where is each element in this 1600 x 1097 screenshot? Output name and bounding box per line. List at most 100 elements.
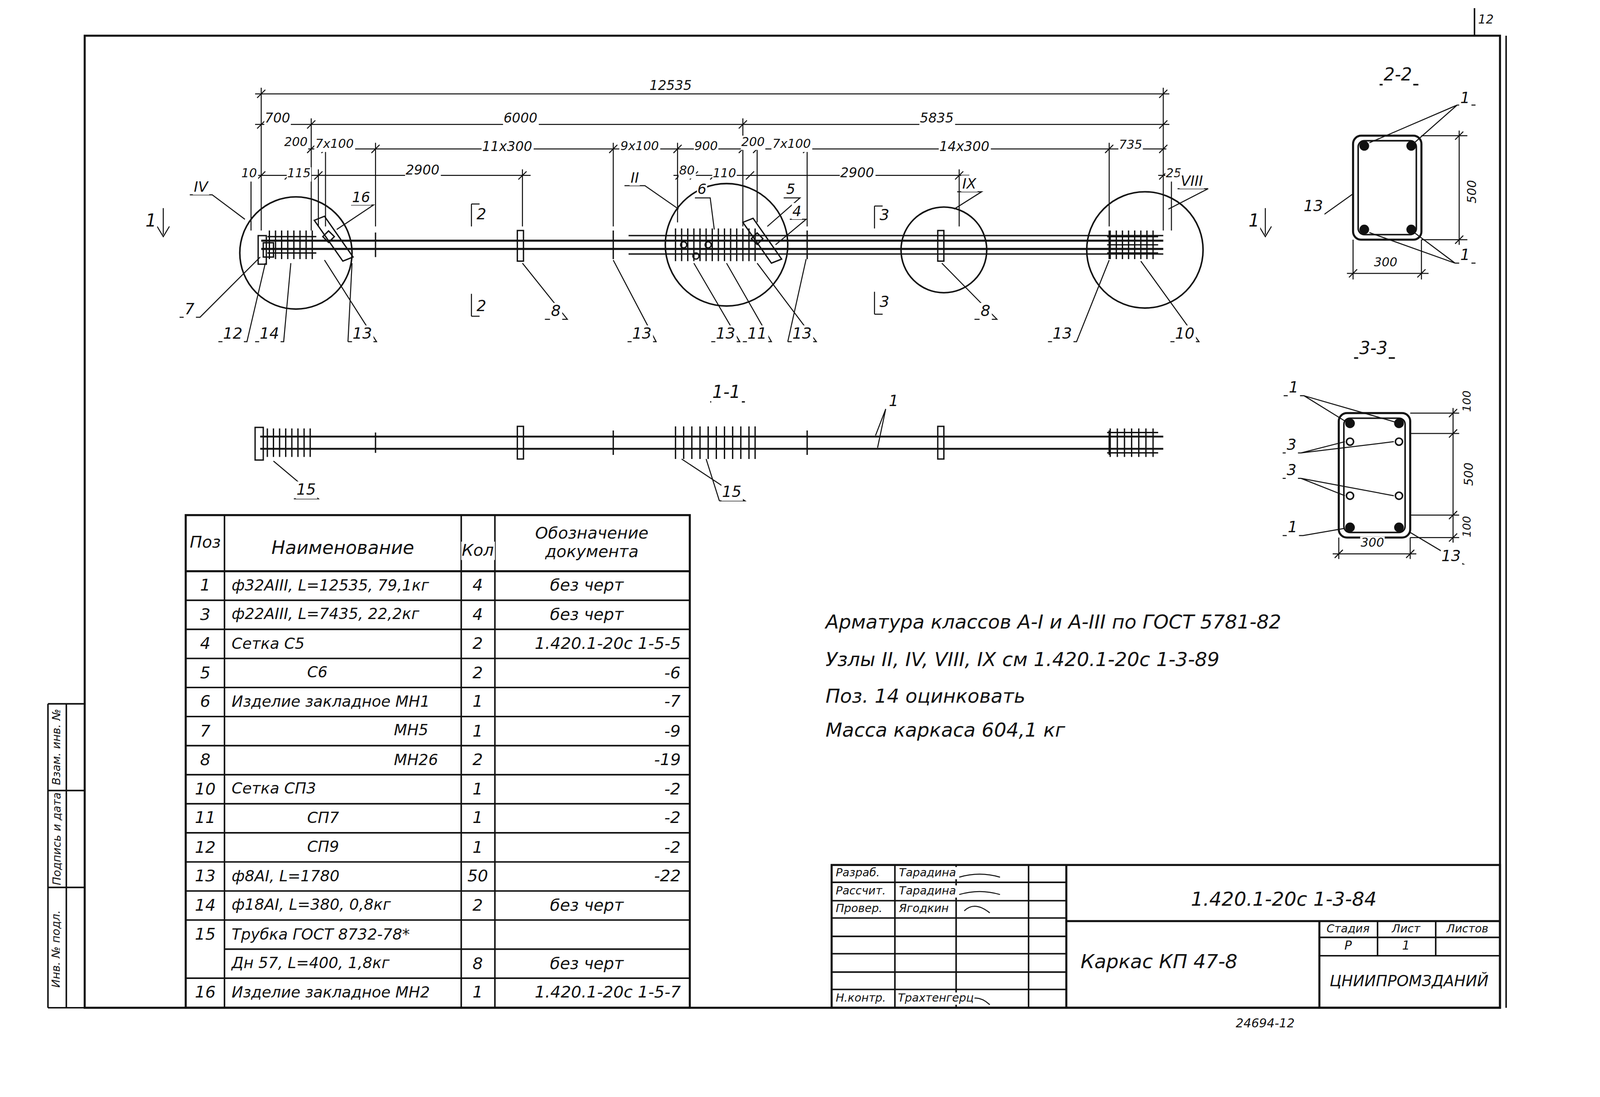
label-text: 3 xyxy=(878,293,891,312)
label-text: 200 xyxy=(740,135,766,150)
label-text: Арматура классов А-I и А-III по ГОСТ 578… xyxy=(824,611,1283,634)
label-text: 16 xyxy=(351,188,372,205)
label-text: IV xyxy=(192,178,209,195)
label-text: 14 xyxy=(194,896,217,916)
label-text: Обозначение документа xyxy=(514,523,670,562)
label-text: 4 xyxy=(199,634,212,654)
label-text: Изделие закладное МН1 xyxy=(230,693,432,712)
label-text: 12535 xyxy=(648,78,694,94)
label-text: 13 xyxy=(791,324,813,343)
label-text: 100 xyxy=(1460,389,1474,413)
label-text: 1 xyxy=(887,392,900,410)
label-text: 1 xyxy=(1400,940,1411,955)
label-text: 5 xyxy=(199,663,212,683)
label-text: 10 xyxy=(1173,324,1196,343)
frame xyxy=(47,8,1506,1009)
label-text: IX xyxy=(961,175,978,192)
label-text: 13 xyxy=(194,867,217,886)
label-text: Поз xyxy=(188,533,222,553)
label-text: без черт xyxy=(549,954,625,974)
label-text: 8 xyxy=(471,954,484,974)
label-text: 1 xyxy=(1286,518,1299,537)
label-text: Р xyxy=(1343,940,1354,955)
label-text: Сетка С5 xyxy=(230,635,306,653)
label-text: 1 xyxy=(471,780,484,799)
label-text: 1 xyxy=(471,838,484,857)
label-text: -2 xyxy=(663,780,682,799)
label-text: 13 xyxy=(1051,324,1074,343)
label-text: 115 xyxy=(286,167,312,182)
label-text: 50 xyxy=(466,867,490,886)
label-text: 1 xyxy=(471,983,484,1003)
label-text: 6000 xyxy=(502,110,539,127)
label-text: 1 xyxy=(471,809,484,828)
label-text: 2 xyxy=(471,663,484,683)
label-text: 2 xyxy=(475,205,488,224)
label-text: 1 xyxy=(1247,211,1261,232)
label-text: 11х300 xyxy=(481,139,534,155)
label-text: 1 xyxy=(471,693,484,712)
label-text: 700 xyxy=(263,110,292,127)
label-text: -19 xyxy=(653,750,682,770)
label-text: 7х100 xyxy=(771,137,812,152)
label-text: 10 xyxy=(240,167,258,182)
label-text: Тарадина xyxy=(897,866,958,880)
label-text: Сетка СП3 xyxy=(230,780,318,799)
label-text: ф32АIII, L=12535, 79,1кг xyxy=(230,577,431,595)
section-3-3 xyxy=(1282,358,1463,565)
label-text: 13 xyxy=(1302,197,1325,215)
label-text: 6 xyxy=(199,693,212,712)
label-text: 12 xyxy=(1476,13,1495,28)
label-text: 500 xyxy=(1465,179,1480,205)
label-text: 900 xyxy=(693,139,719,154)
label-text: 1 xyxy=(1459,246,1472,265)
label-text: ф18АI, L=380, 0,8кг xyxy=(230,897,392,915)
label-text: 4 xyxy=(791,203,803,220)
label-text: ф22АIII, L=7435, 22,2кг xyxy=(230,606,421,624)
label-text: Поз. 14 оцинковать xyxy=(824,685,1027,708)
label-text: 1.420.1-20с 1-3-84 xyxy=(1189,888,1378,912)
label-text: Наименование xyxy=(270,537,416,559)
label-text: Подпись и дата xyxy=(50,791,64,887)
label-text: 1 xyxy=(199,576,212,595)
label-text: ф8АI, L=1780 xyxy=(230,868,341,886)
label-text: 1 xyxy=(1287,379,1300,397)
label-text: 2900 xyxy=(839,166,875,182)
label-text: Листов xyxy=(1445,922,1490,936)
label-text: 11 xyxy=(194,809,217,828)
label-text: 2 xyxy=(475,297,488,316)
label-text: 2 xyxy=(471,750,484,770)
label-text: 1.420.1-20с 1-5-5 xyxy=(533,634,682,654)
label-text: МН5 xyxy=(392,722,430,741)
label-text: Рассчит. xyxy=(834,885,887,899)
label-text: С6 xyxy=(306,664,329,682)
label-text: 14 xyxy=(258,324,281,343)
label-text: 8 xyxy=(979,302,992,321)
label-text: 12 xyxy=(222,324,244,343)
label-text: 16 xyxy=(194,983,217,1003)
label-text: 15 xyxy=(721,483,743,501)
label-text: -6 xyxy=(663,663,682,683)
label-text: 80 xyxy=(678,164,696,179)
label-text: Стадия xyxy=(1325,922,1371,936)
label-text: 15 xyxy=(194,925,217,945)
label-text: Кол xyxy=(460,541,495,561)
cage-elevation xyxy=(239,183,1203,309)
label-text: 300 xyxy=(1359,536,1386,551)
label-text: Тарадина xyxy=(897,885,958,899)
label-text: 1 xyxy=(471,721,484,741)
label-text: VIII xyxy=(1179,172,1205,189)
label-text: 13 xyxy=(1440,547,1463,565)
label-text: 3 xyxy=(878,206,891,225)
spec-table xyxy=(185,515,690,1009)
label-text: Масса каркаса 604,1 кг xyxy=(824,719,1067,742)
label-text: 12 xyxy=(194,838,217,857)
label-text: -9 xyxy=(663,721,682,741)
label-text: 11 xyxy=(746,324,769,343)
label-text: 200 xyxy=(283,135,309,150)
label-text: СП7 xyxy=(306,809,341,828)
label-text: ЦНИИПРОМЗДАНИЙ xyxy=(1328,973,1490,991)
label-text: 9х100 xyxy=(619,139,660,154)
label-text: -2 xyxy=(663,838,682,857)
label-text: 1.420.1-20с 1-5-7 xyxy=(533,983,682,1003)
